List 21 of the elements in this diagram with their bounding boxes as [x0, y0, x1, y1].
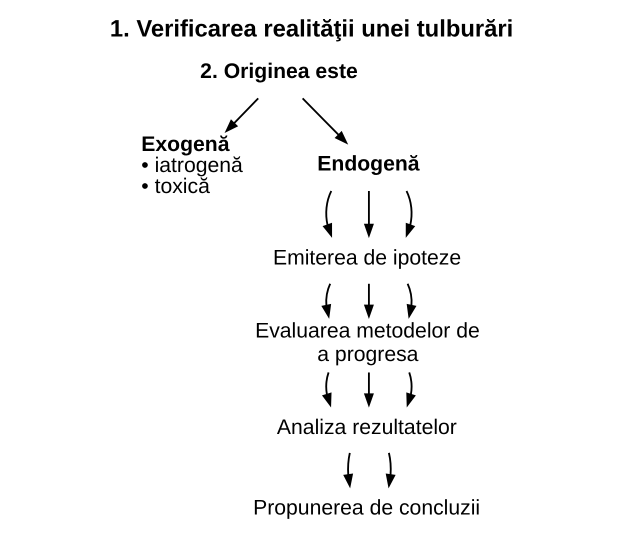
- arrow: [322, 372, 332, 408]
- node-text: 2. Originea este: [200, 60, 358, 84]
- arrow: [224, 98, 259, 134]
- arrow: [406, 190, 416, 238]
- diagram-title: 1. Verificarea realităţii unei tulburări: [110, 16, 514, 43]
- arrow: [364, 284, 374, 319]
- node-text: Propunerea de concluzii: [253, 496, 480, 520]
- arrow: [321, 283, 332, 319]
- arrow: [364, 191, 374, 238]
- node-text: Exogenă • iatrogenă • toxică: [141, 132, 243, 198]
- node-text: Endogenă: [317, 152, 420, 176]
- arrow: [343, 452, 354, 488]
- arrow: [406, 372, 416, 408]
- arrow: [322, 190, 332, 238]
- node-text: Evaluarea metodelor de a progresa: [255, 319, 480, 366]
- arrow: [406, 283, 416, 319]
- node-text: Emiterea de ipoteze: [272, 246, 462, 270]
- arrow: [386, 452, 396, 488]
- arrow: [302, 98, 348, 145]
- node-text: Analiza rezultatelor: [276, 416, 457, 440]
- arrow: [364, 372, 374, 408]
